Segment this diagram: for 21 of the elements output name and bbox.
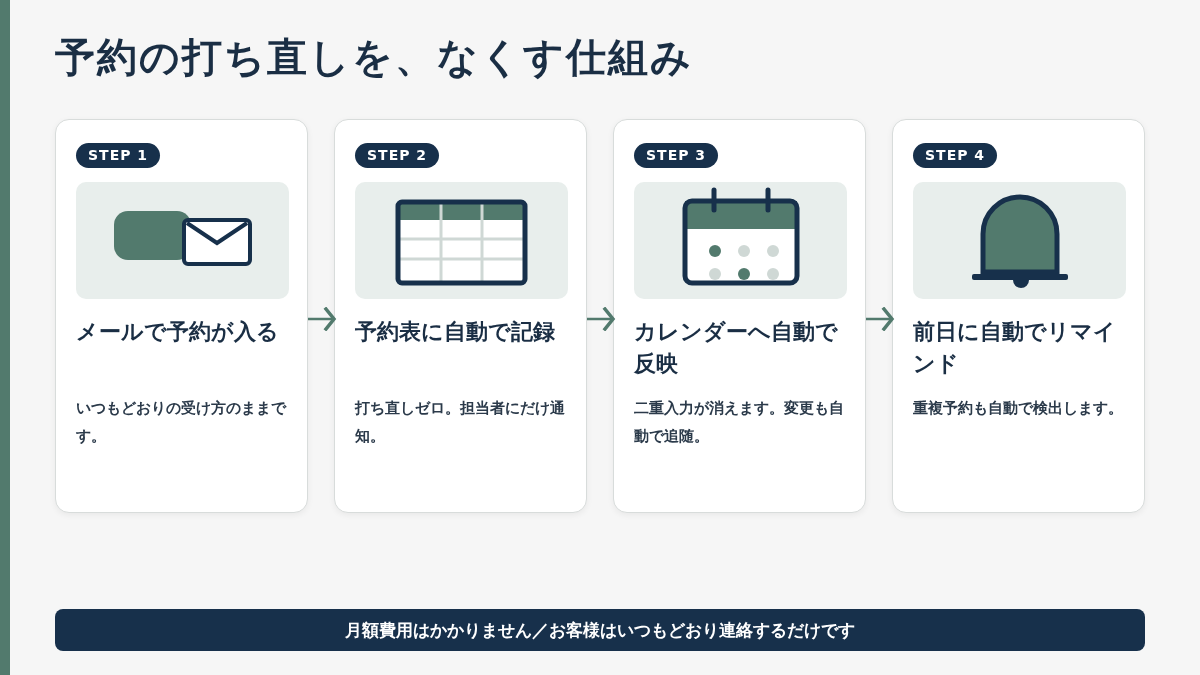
step-heading: 予約表に自動で記録 (355, 318, 556, 346)
step-card (892, 119, 1145, 513)
step-description: 二重入力が消えます。変更も自動で追随。 (634, 398, 845, 447)
step-heading: カレンダーへ自動で反映 (634, 318, 839, 378)
step-heading: メールで予約が入る (76, 318, 280, 346)
chevron-arrow (587, 307, 615, 331)
step-badge: STEP 3 (634, 143, 719, 168)
step-description: いつもどおりの受け方のままです。 (76, 398, 288, 447)
step-description: 重複予約も自動で検出します。 (913, 398, 1124, 419)
step-card (334, 119, 587, 513)
footer-banner: 月額費用はかかりません／お客様はいつもどおり連絡するだけです (55, 609, 1145, 651)
step-badge: STEP 1 (76, 143, 161, 168)
step-card (613, 119, 866, 513)
chevron-arrow (308, 307, 336, 331)
step-badge: STEP 4 (913, 143, 998, 168)
step-heading: 前日に自動でリマインド (913, 318, 1117, 378)
step-description: 打ち直しゼロ。担当者にだけ通知。 (355, 398, 566, 447)
step-card (55, 119, 308, 513)
chevron-arrow (866, 307, 894, 331)
title: 予約の打ち直しを、なくす仕組み (55, 33, 693, 82)
step-badge: STEP 2 (355, 143, 440, 168)
